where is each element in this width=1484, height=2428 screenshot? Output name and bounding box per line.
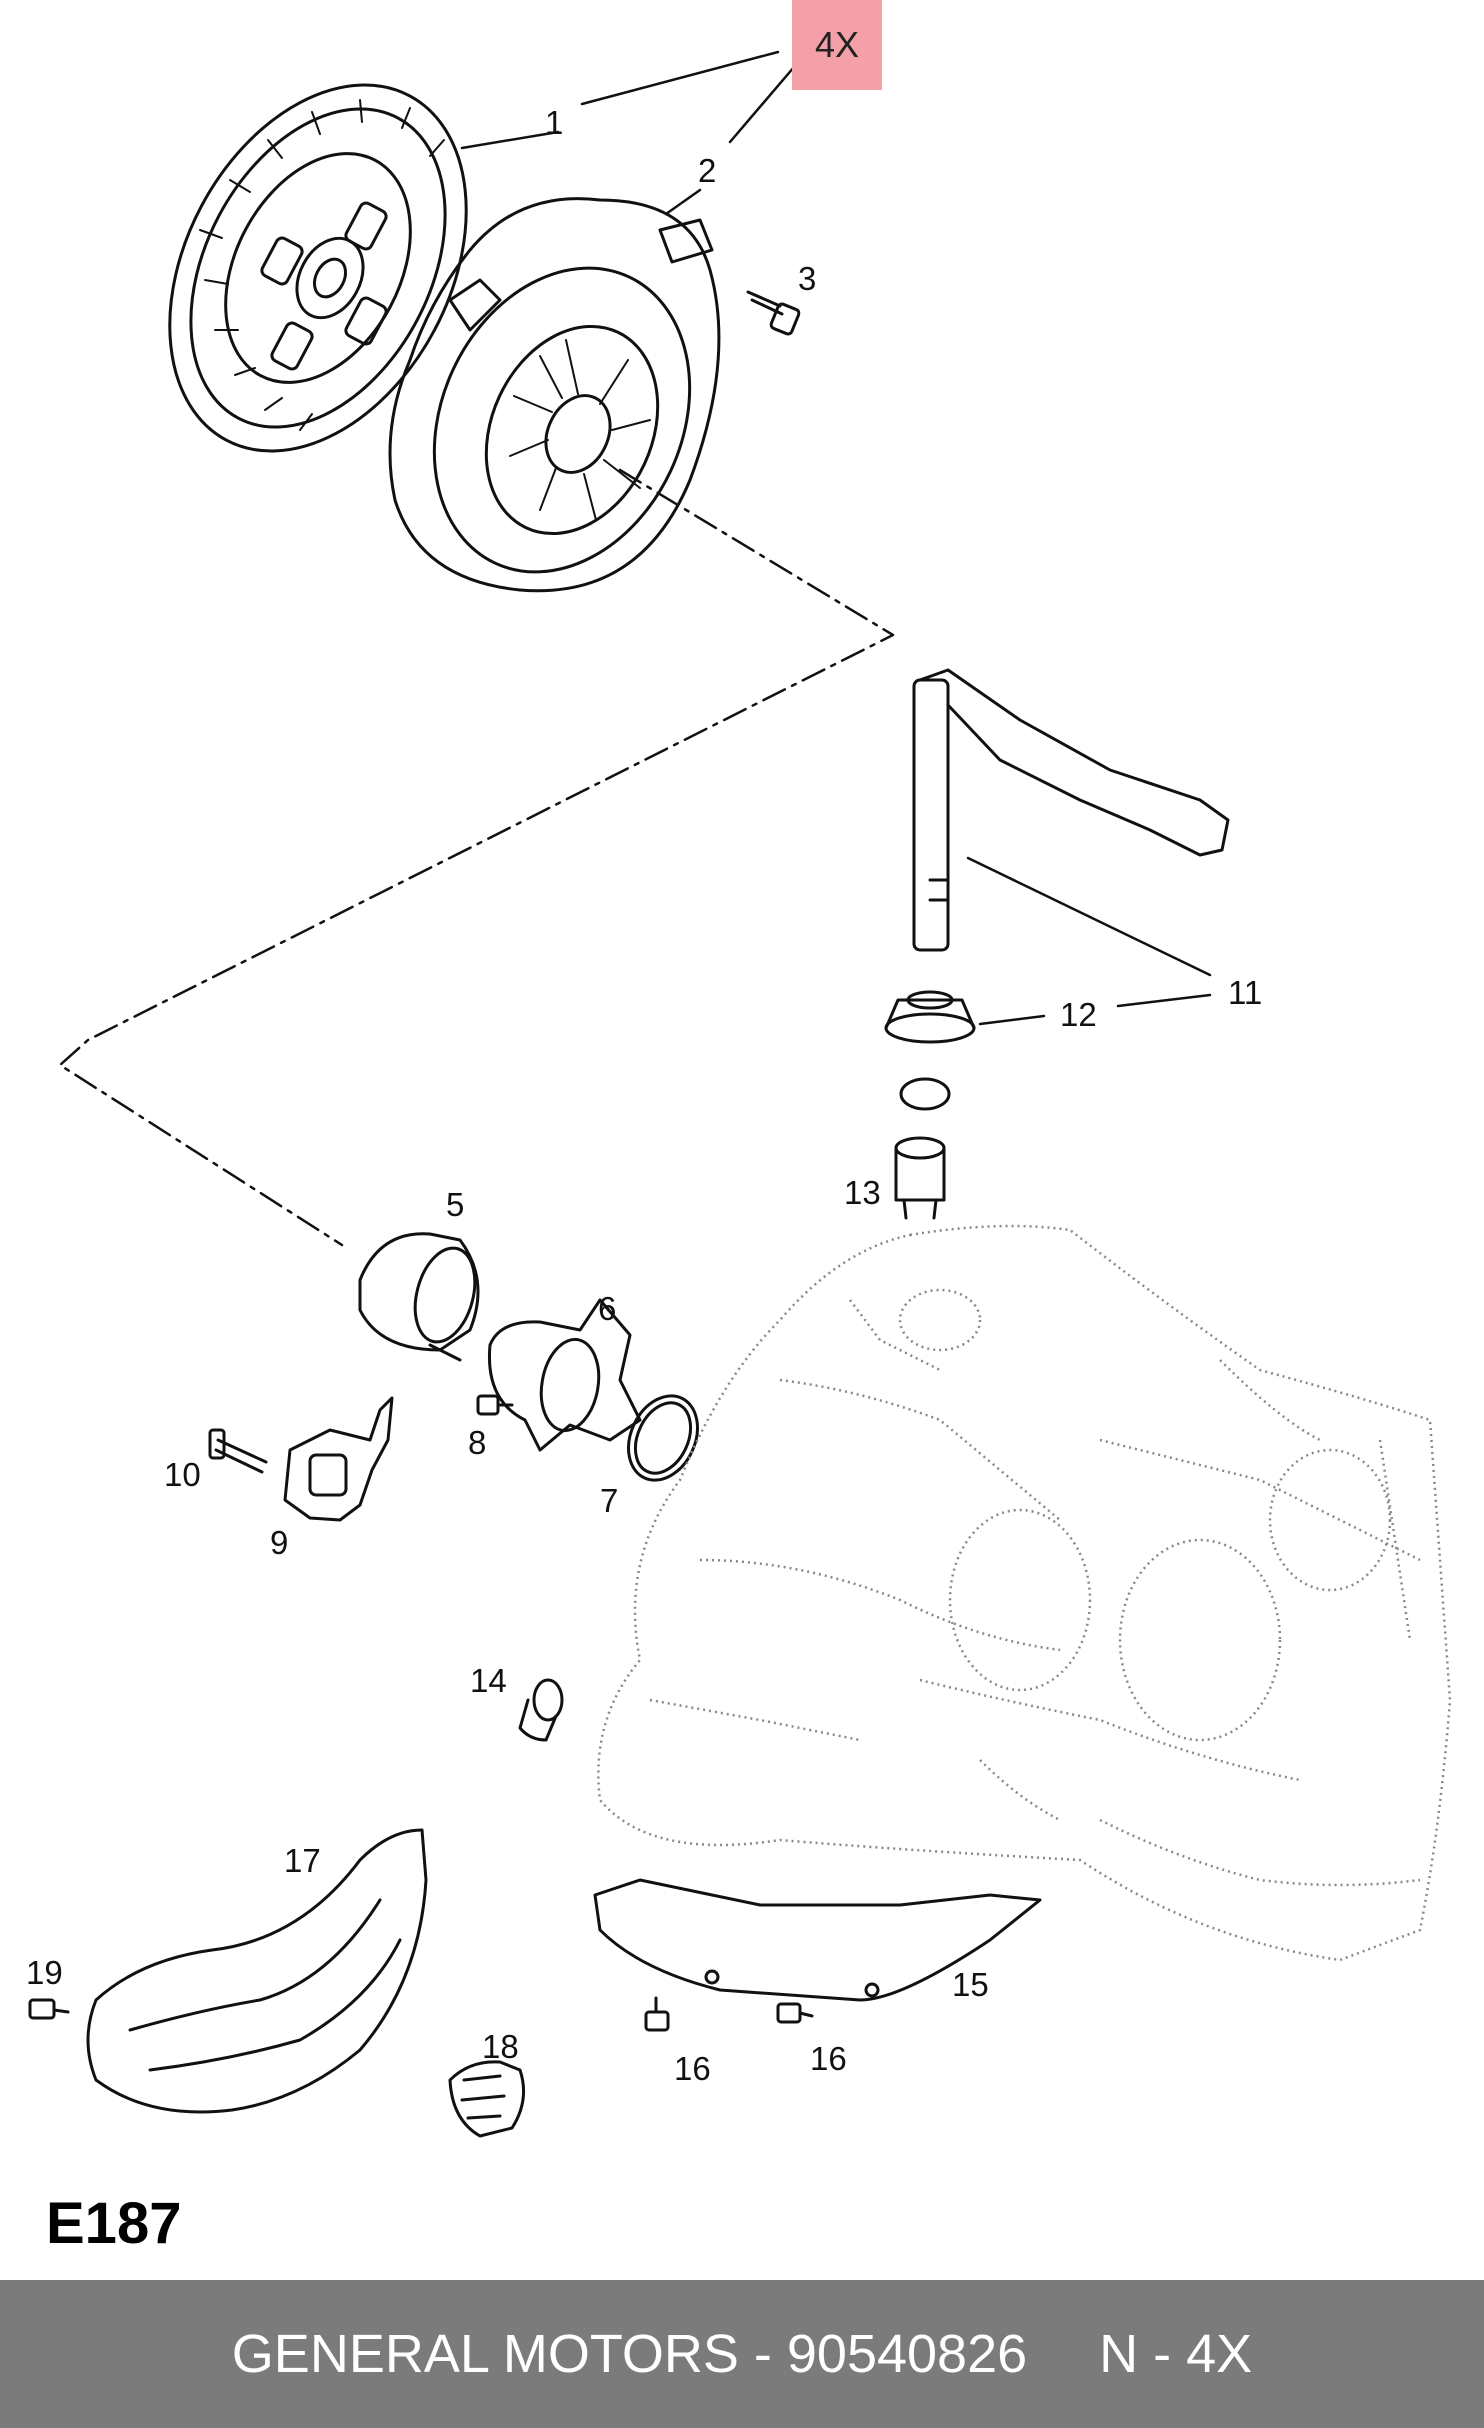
callout-18: 18 (482, 2028, 519, 2065)
gearbox-housing (597, 1224, 1452, 1962)
bolt-part-16 (644, 1996, 814, 2032)
callout-19: 19 (26, 1954, 63, 1991)
footer-quantity: N - 4X (1099, 2324, 1253, 2384)
callout-1: 1 (545, 104, 564, 141)
callout-6: 6 (598, 1290, 617, 1327)
callout-9: 9 (270, 1524, 289, 1561)
callout-3: 3 (798, 260, 817, 297)
callout-17: 17 (284, 1842, 321, 1879)
seal-cap-part (884, 990, 976, 1044)
cover-plate-part (593, 1878, 1042, 2002)
footer-bar: GENERAL MOTORS - 90540826 N - 4X (0, 2280, 1484, 2428)
release-fork-part (283, 1396, 394, 1522)
callout-5: 5 (446, 1186, 465, 1223)
release-bearing-part (358, 1232, 480, 1362)
bolt-part-10 (208, 1428, 268, 1474)
rubber-mount-part (448, 2060, 526, 2138)
bolt-part-3 (746, 290, 801, 336)
bushing-part-13 (894, 1136, 946, 1220)
clutch-parts-diagram (28, 50, 1452, 2138)
bolt-part-19 (28, 1998, 70, 2020)
footer-part-number: GENERAL MOTORS - 90540826 (231, 2324, 1028, 2384)
callout-7: 7 (600, 1482, 619, 1519)
heat-shield-part (86, 1828, 428, 2114)
callout-11: 11 (1228, 974, 1263, 1011)
diagram-code: E187 (46, 2191, 182, 2256)
bolt-part-8 (476, 1394, 514, 1416)
release-shaft-part (912, 668, 1230, 952)
quantity-badge: 4X (792, 0, 882, 90)
callout-16b: 16 (810, 2040, 847, 2077)
callout-10: 10 (164, 1456, 201, 1493)
guide-sleeve-part (487, 1298, 642, 1452)
bushing-part-14 (518, 1678, 564, 1742)
callout-12: 12 (1060, 996, 1097, 1033)
callout-8: 8 (468, 1424, 487, 1461)
pressure-plate-part (388, 197, 721, 593)
callout-16a: 16 (674, 2050, 711, 2087)
callout-14: 14 (470, 1662, 507, 1699)
callout-2: 2 (698, 152, 717, 189)
clutch-disc-part (168, 83, 468, 453)
callout-13: 13 (844, 1174, 881, 1211)
seal-ring-part (899, 1077, 951, 1111)
callout-15: 15 (952, 1966, 989, 2003)
